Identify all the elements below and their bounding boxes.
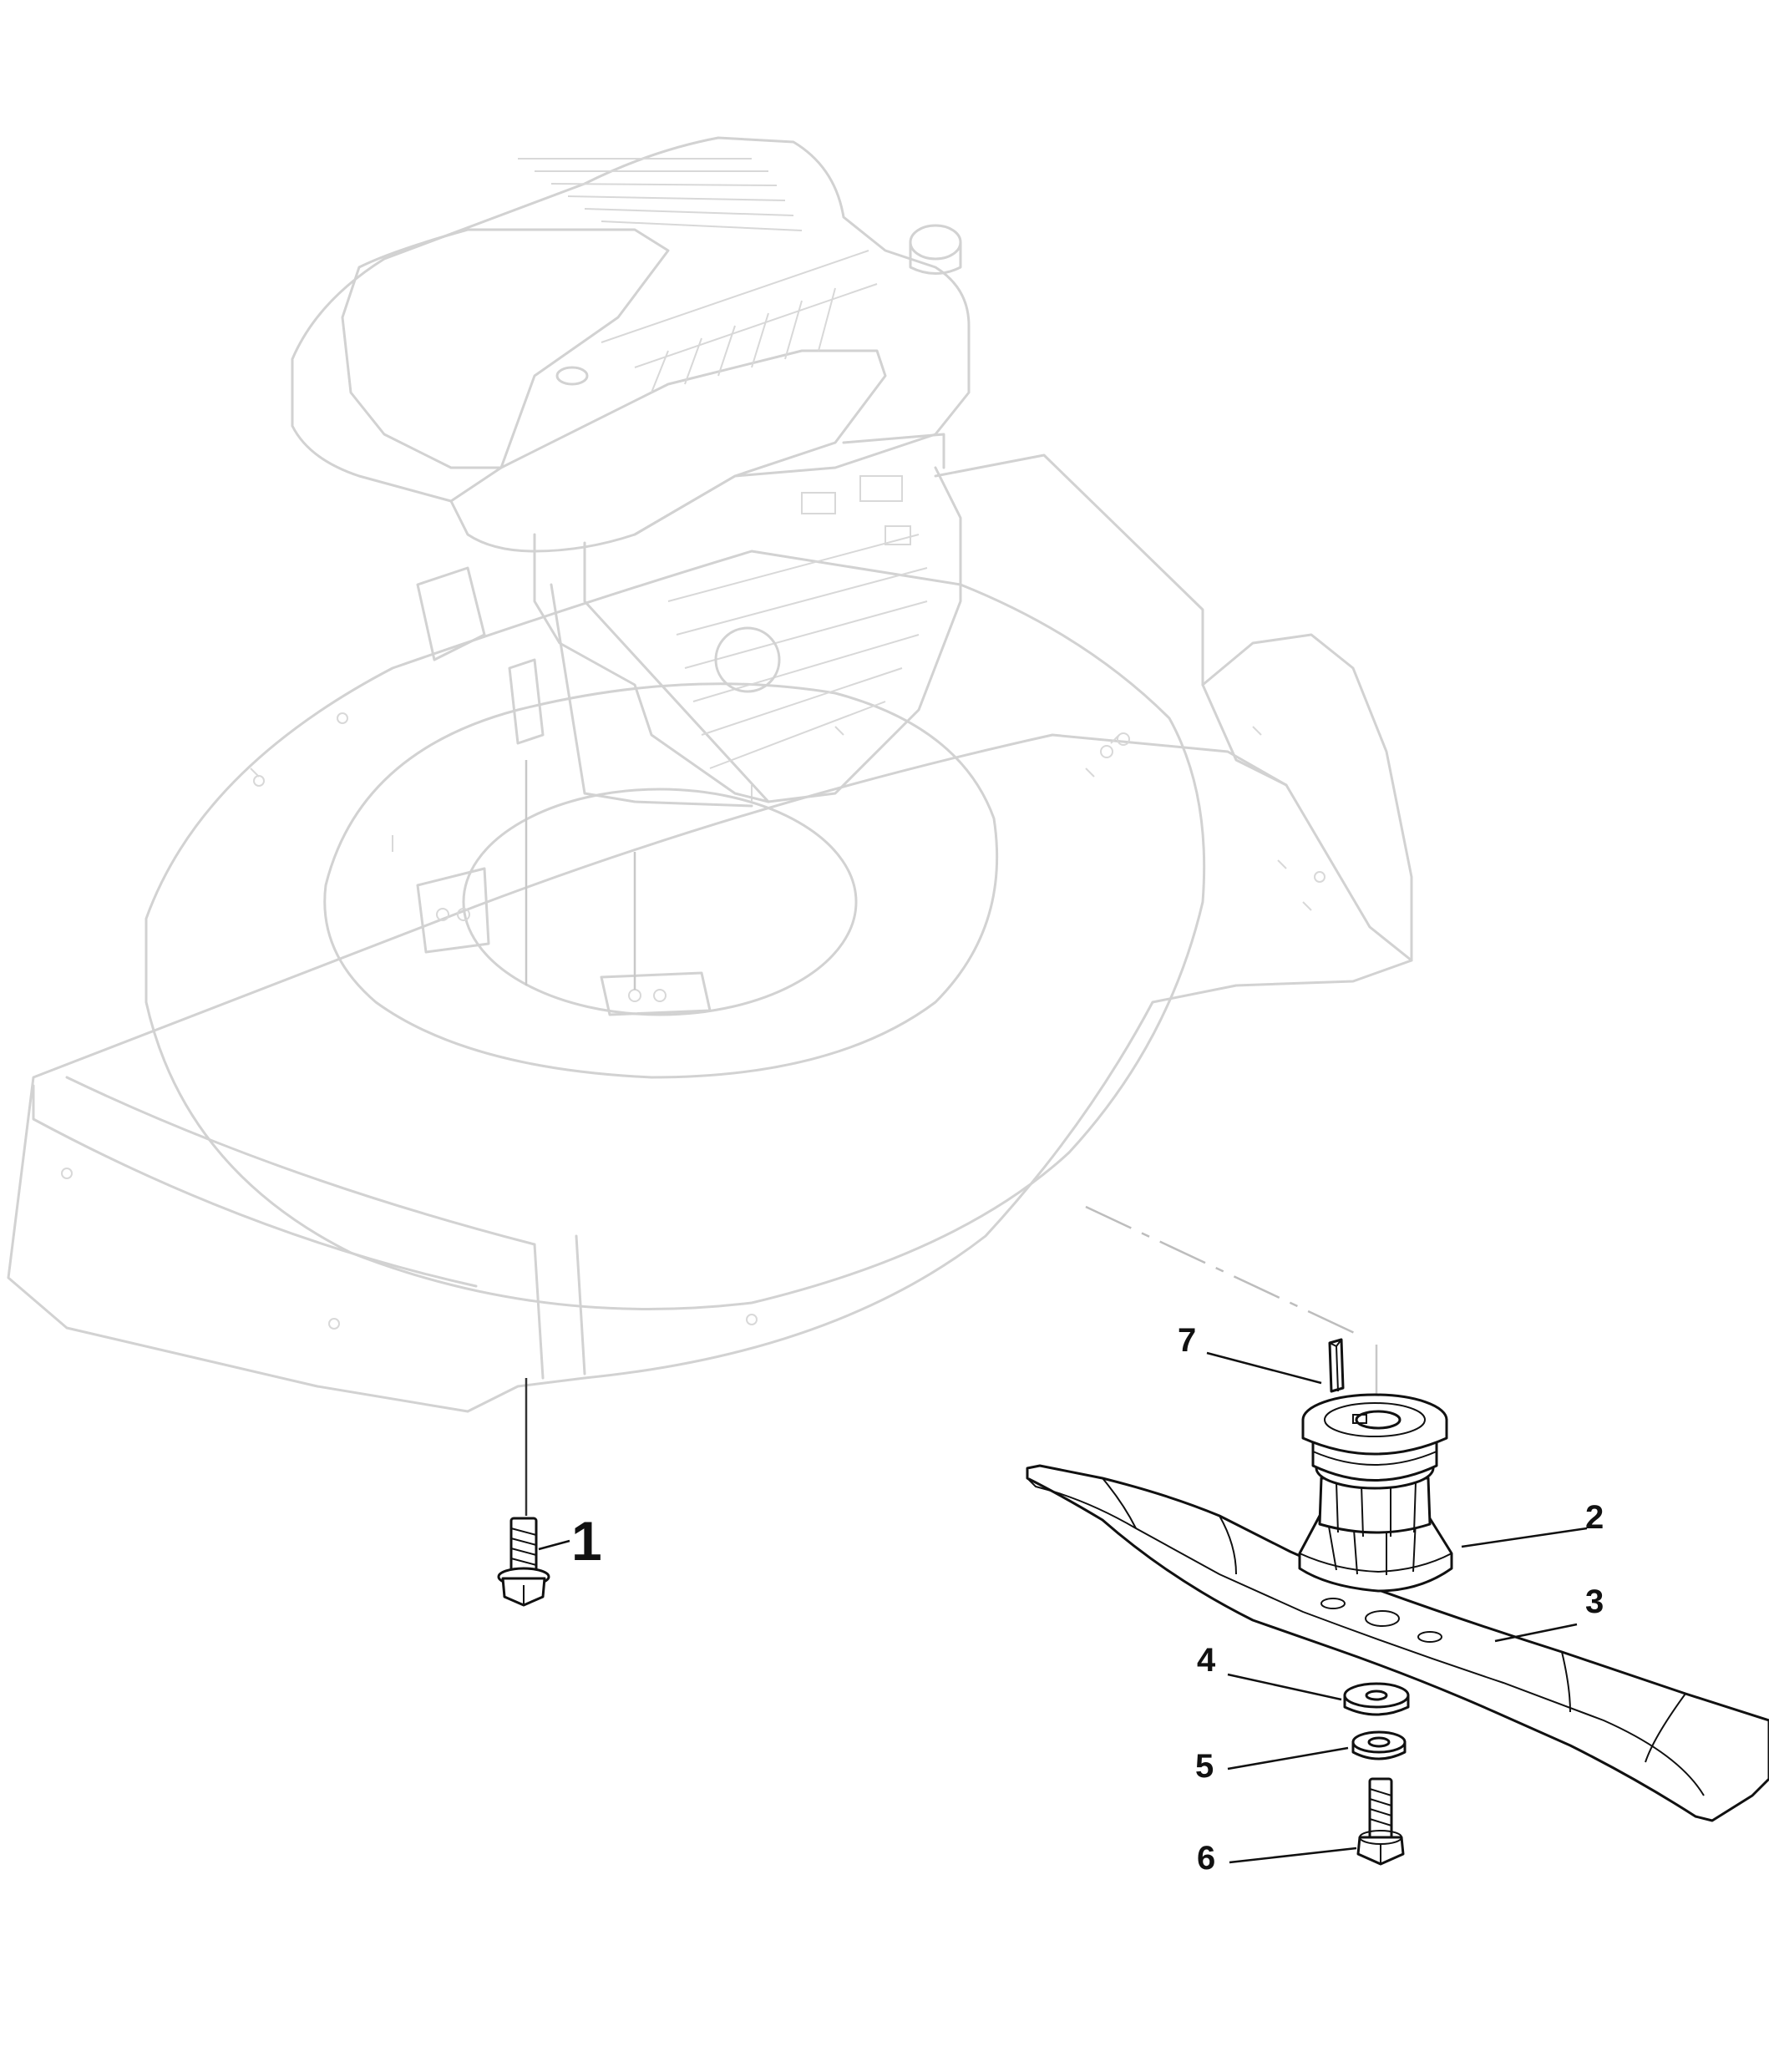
callout-5: 5 [1195, 1748, 1214, 1785]
callout-7: 7 [1178, 1322, 1197, 1359]
leader-lines [538, 1351, 1588, 1864]
part-4-washer [1343, 1682, 1410, 1716]
callout-2: 2 [1585, 1499, 1604, 1536]
part-2-blade-hub [1298, 1393, 1453, 1593]
assembly-axis-lines [525, 760, 1378, 1516]
mower-deck-outline [7, 453, 1413, 1413]
part-5-spring-washer [1351, 1730, 1407, 1760]
engine-outline [291, 136, 971, 808]
callout-1: 1 [571, 1510, 602, 1572]
part-1-bolt [497, 1517, 550, 1607]
part-6-bolt [1356, 1777, 1405, 1866]
callout-3: 3 [1585, 1583, 1604, 1620]
callout-4: 4 [1197, 1642, 1216, 1679]
part-7-key [1328, 1338, 1345, 1393]
callout-6: 6 [1197, 1840, 1216, 1877]
